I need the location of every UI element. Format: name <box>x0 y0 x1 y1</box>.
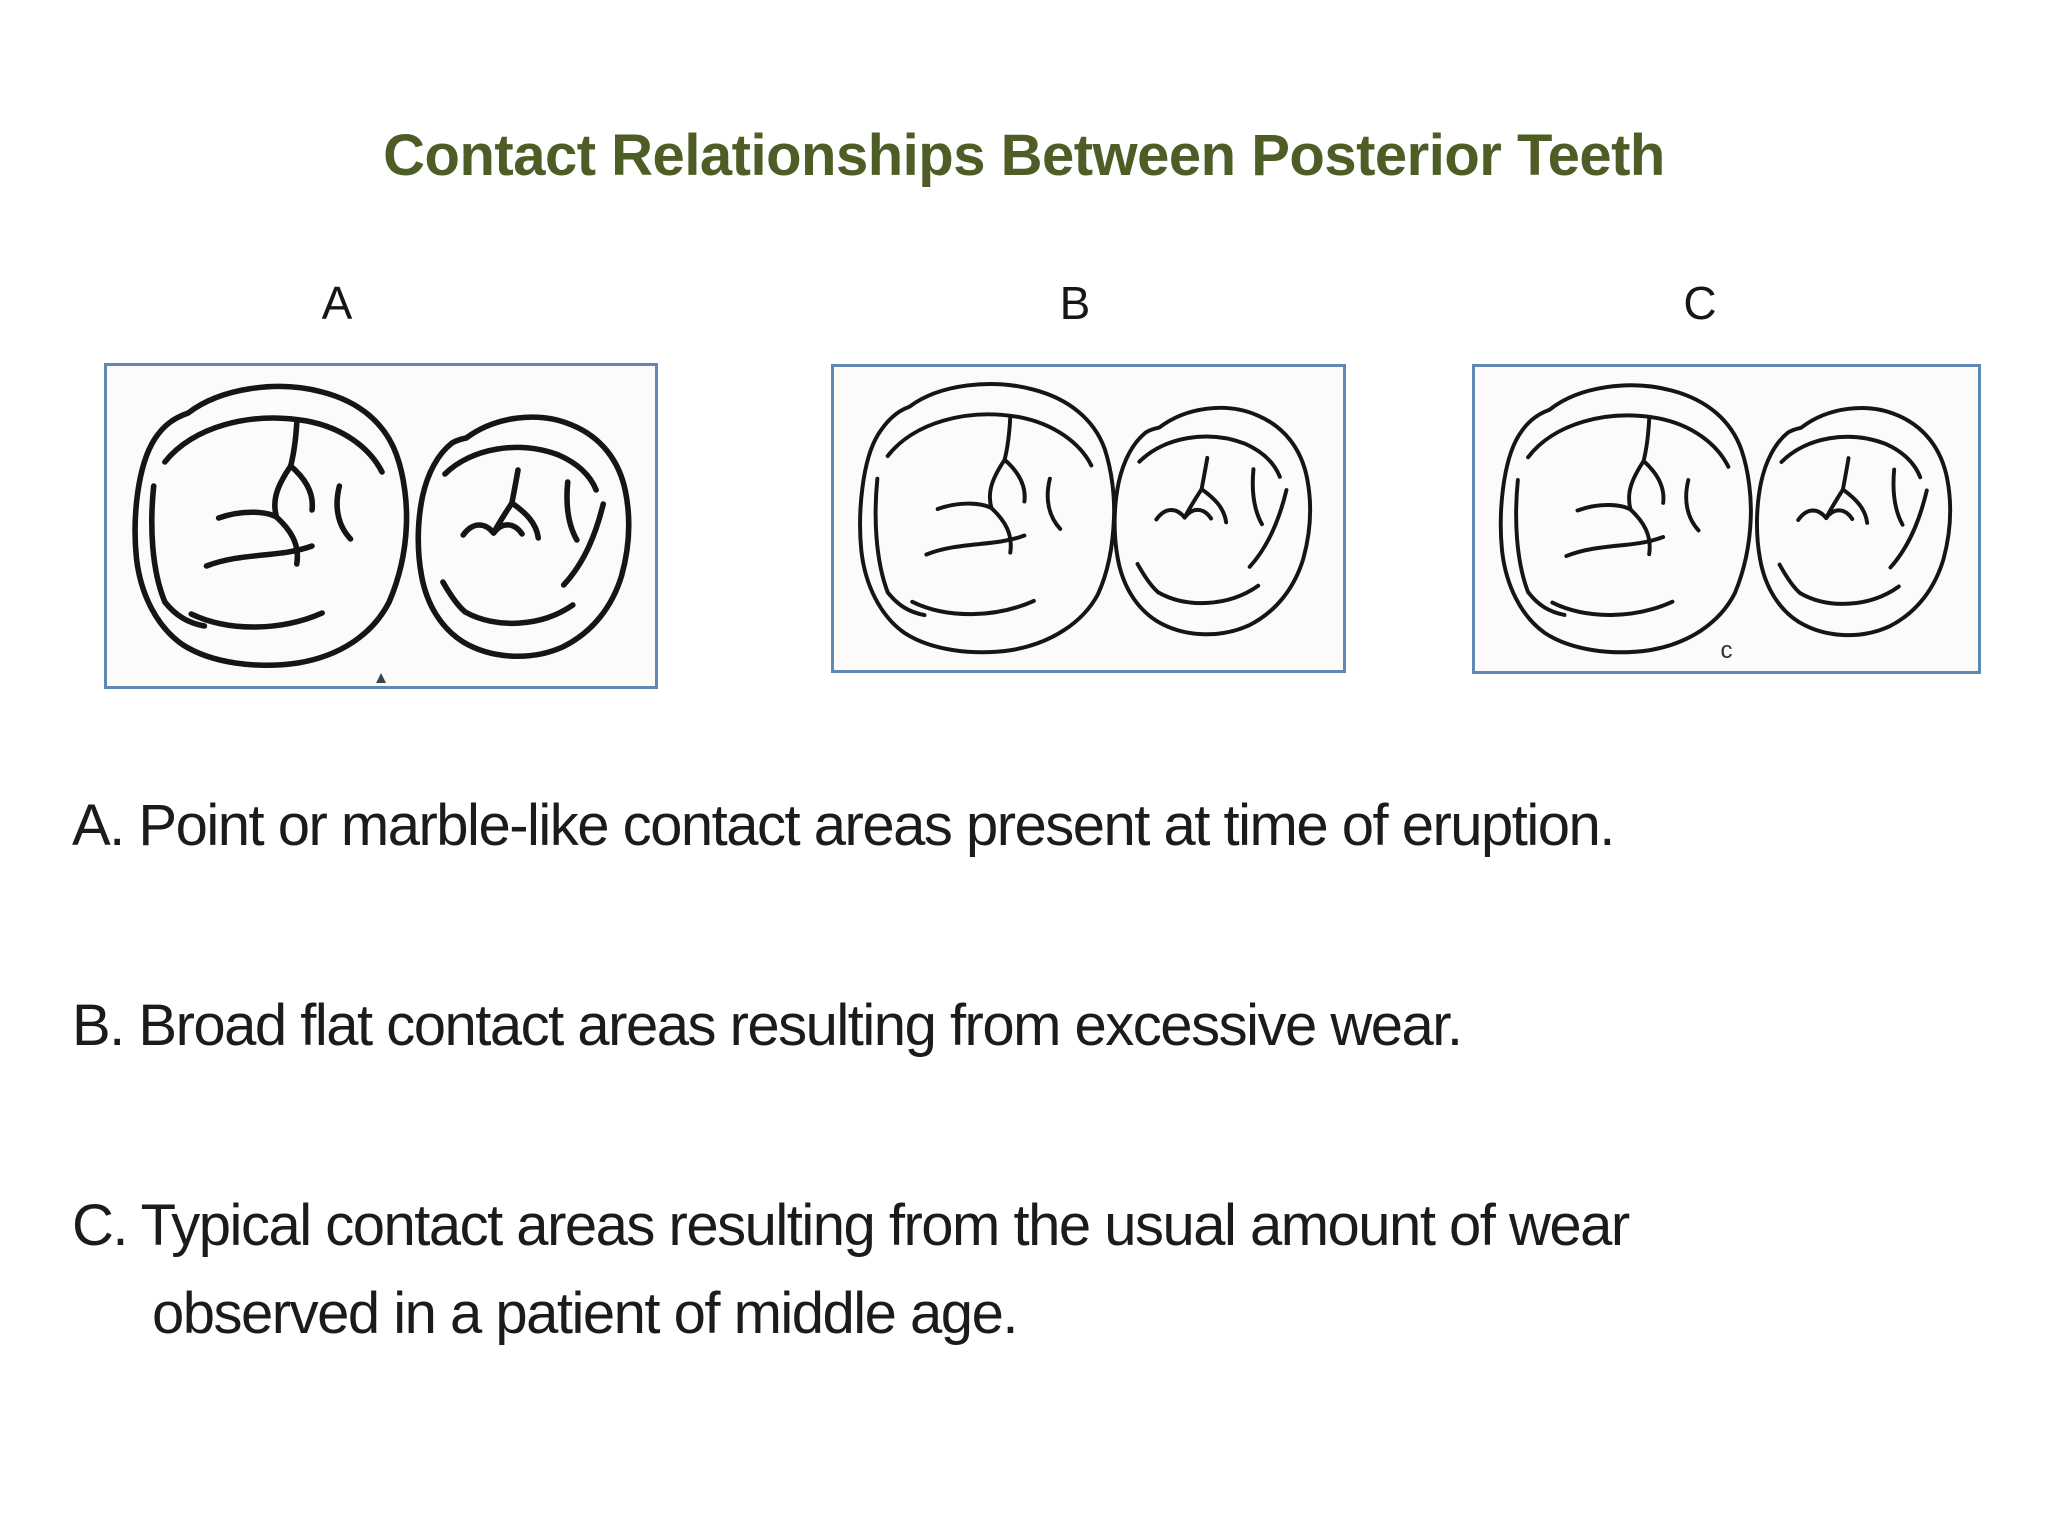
figure-c-typical-contact: c <box>1472 364 1981 674</box>
figure-a-point-contact: ▲ <box>104 363 658 689</box>
left-molar-outline <box>132 383 410 668</box>
description-a: A. Point or marble-like contact areas pr… <box>72 793 1615 858</box>
figure-label-c: C <box>1683 277 1717 329</box>
left-molar-outline <box>1498 383 1753 655</box>
right-molar-outline <box>1755 406 1953 638</box>
molar-pair-drawing-a <box>132 383 632 668</box>
right-molar-outline <box>415 414 632 660</box>
right-molar-outline <box>1112 405 1313 637</box>
page-title: Contact Relationships Between Posterior … <box>383 123 1665 188</box>
description-b: B. Broad flat contact areas resulting fr… <box>72 993 1463 1058</box>
molar-pair-drawing-c <box>1498 383 1953 655</box>
figure-a-bottom-marker-icon: ▲ <box>372 668 390 687</box>
molar-pair-drawing-b <box>858 382 1313 655</box>
figure-b-broad-contact <box>831 364 1346 673</box>
figure-c-inline-caption: c <box>1720 637 1733 664</box>
figure-label-b: B <box>1059 277 1091 329</box>
description-c-line2: observed in a patient of middle age. <box>152 1281 1018 1346</box>
figure-label-a: A <box>321 277 353 329</box>
left-molar-outline <box>858 382 1117 655</box>
description-c-line1: C. Typical contact areas resulting from … <box>72 1193 1630 1258</box>
